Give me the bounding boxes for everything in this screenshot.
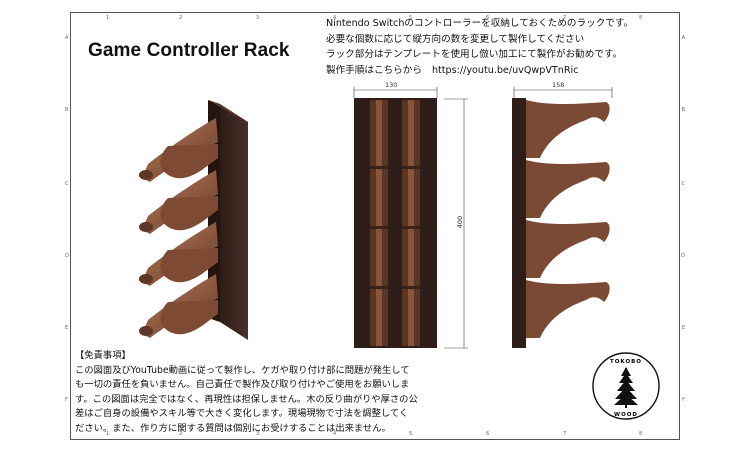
disclaimer-heading: 【免責事項】 — [75, 350, 131, 361]
disclaimer-line: ださい。また、作り方に関する質問は個別にお受けすることは出来ません。 — [75, 422, 391, 434]
description-line: Nintendo Switchのコントローラーを収納しておくためのラックです。 — [326, 18, 634, 29]
height-dimension-line — [444, 98, 468, 349]
zone-row-label: E — [65, 325, 69, 331]
zone-col-label: 4 — [333, 15, 337, 21]
zone-col-label: 6 — [486, 15, 490, 21]
zone-col-label: 2 — [179, 15, 183, 21]
disclaimer-line: この図面及びYouTube動画に従って製作し、ケガや取り付け部に問題が発生して — [75, 364, 410, 376]
width-dimension-label: 130 — [385, 81, 398, 89]
zone-col-label: 2 — [179, 431, 183, 437]
zone-col-label: 1 — [106, 15, 110, 21]
rack-arm — [139, 170, 218, 234]
height-dimension-label: 400 — [456, 215, 465, 229]
description-block: Nintendo Switchのコントローラーを収納しておくためのラックです。 … — [326, 16, 671, 78]
description-line: ラック部分はテンプレートを使用し倣い加工にて製作がお勧めです。 — [326, 49, 623, 60]
tutorial-label: 製作手順はこちらから — [326, 64, 422, 76]
side-backboard — [512, 98, 526, 348]
tutorial-link[interactable]: https://youtu.be/uvQwpVTnRic — [431, 64, 579, 76]
zone-row-label: B — [681, 107, 685, 113]
zone-row-label: E — [681, 325, 685, 331]
page-title: Game Controller Rack — [88, 40, 290, 61]
zone-col-label: 1 — [106, 431, 110, 437]
side-arm-profile — [526, 100, 610, 338]
zone-col-label: 6 — [486, 431, 490, 437]
pine-tree-icon — [614, 367, 638, 408]
tokobo-wood-logo: TOKOBO WOOD — [592, 352, 660, 420]
backboard-top — [208, 100, 248, 122]
zone-col-label: 3 — [256, 15, 260, 21]
rack-arm — [139, 118, 218, 182]
zone-col-label: 3 — [256, 431, 260, 437]
disclaimer-line: す。この図面は完全ではなく、再現性は担保しません。木の反り曲がりや厚さの公 — [75, 393, 418, 405]
front-backboard — [354, 98, 437, 348]
zone-row-label: D — [65, 253, 69, 259]
front-view — [353, 87, 438, 348]
rack-arm — [139, 274, 218, 338]
zone-col-label: 5 — [409, 15, 413, 21]
depth-dimension-label: 158 — [552, 81, 565, 89]
description-line: 必要な個数に応じて縦方向の数を変更して製作してください — [326, 33, 585, 45]
description-line: 製作手順はこちらから https://youtu.be/uvQwpVTnRic — [326, 63, 671, 79]
backboard-front — [220, 104, 248, 340]
side-view — [512, 87, 613, 348]
rack-arm — [139, 222, 218, 286]
logo-bottom-text: WOOD — [614, 412, 638, 418]
zone-row-label: B — [65, 107, 69, 113]
zone-col-label: 7 — [563, 15, 567, 21]
zone-row-label: A — [681, 35, 685, 41]
zone-row-label: F — [682, 397, 685, 403]
zone-col-label: 7 — [563, 431, 567, 437]
zone-col-label: 4 — [333, 431, 337, 437]
zone-row-label: C — [681, 181, 686, 187]
isometric-view — [139, 100, 248, 340]
zone-col-label: 8 — [639, 431, 643, 437]
zone-row-label: A — [65, 35, 69, 41]
disclaimer-line: 差はご自身の設備やスキル等で大きく変化します。現場現物で寸法を調整してく — [75, 408, 409, 420]
zone-row-label: C — [65, 181, 69, 187]
zone-row-label: F — [65, 397, 68, 403]
disclaimer-line: も一切の責任を負いません。自己責任で製作及び取り付けやご使用をお願いしま — [75, 379, 410, 391]
zone-col-label: 8 — [639, 15, 643, 21]
zone-col-label: 5 — [409, 431, 413, 437]
logo-top-text: TOKOBO — [610, 359, 642, 365]
zone-row-label: D — [681, 253, 685, 259]
disclaimer-block: 【免責事項】 この図面及びYouTube動画に従って製作し、ケガや取り付け部に問… — [75, 349, 475, 437]
drawing-frame: 1 2 3 4 5 6 7 8 1 2 3 4 5 6 7 8 A B C D … — [65, 12, 685, 440]
